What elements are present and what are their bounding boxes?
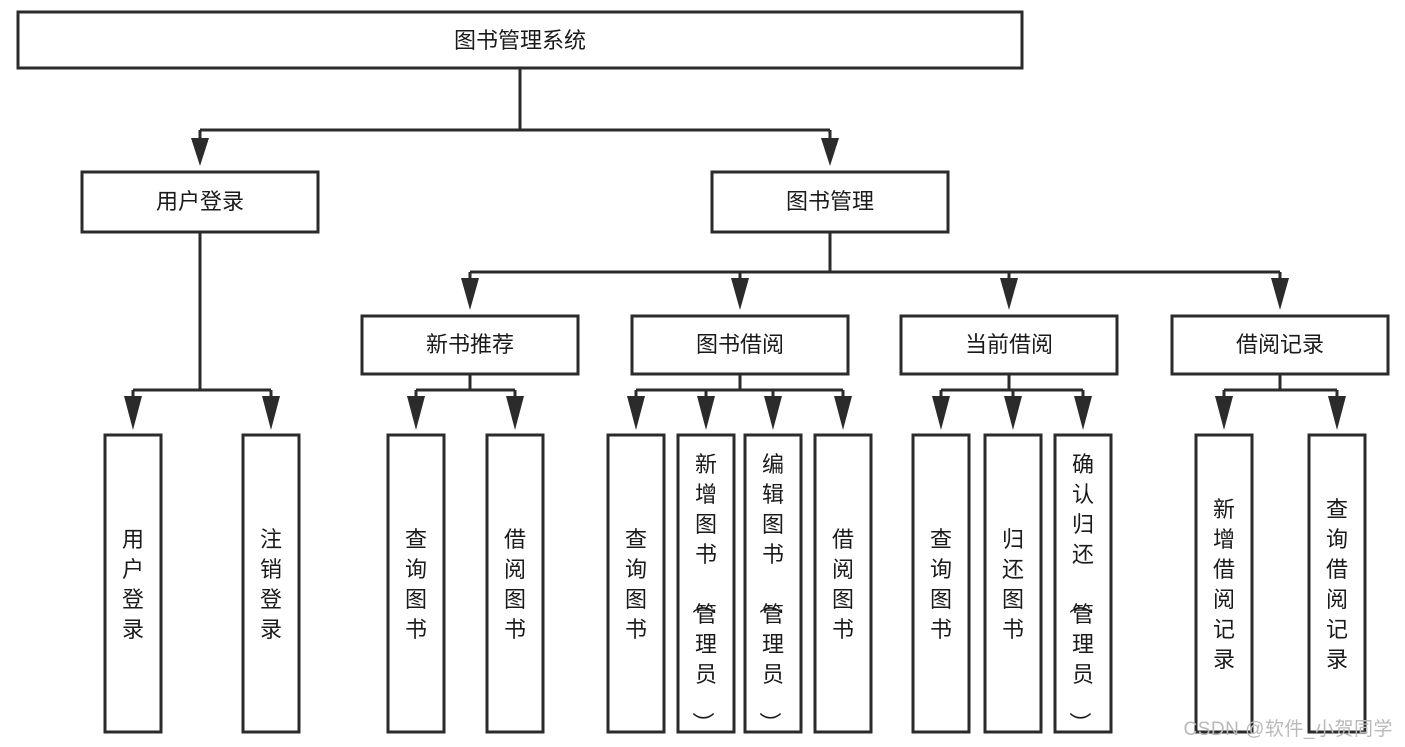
- arrow-head-leaf-query-borrow-record: [1328, 396, 1346, 430]
- arrow-head-leaf-confirm-return: [1074, 396, 1092, 430]
- node-user-login[interactable]: 用户登录: [80, 170, 320, 234]
- node-leaf-confirm-return[interactable]: 确认归还（管理员）: [1053, 433, 1113, 734]
- node-borrow-record[interactable]: 借阅记录: [1170, 314, 1390, 376]
- node-leaf-query-books-borrow-rect[interactable]: [606, 433, 666, 734]
- connector-group-book-borrow: [627, 374, 852, 430]
- node-leaf-query-books-recommend[interactable]: 查询图书: [386, 433, 446, 734]
- node-leaf-query-borrow-record-rect[interactable]: [1307, 433, 1367, 734]
- node-leaf-return-book-rect[interactable]: [983, 433, 1043, 734]
- arrow-head-leaf-query-books-recommend: [407, 396, 425, 430]
- arrow-head-leaf-borrow-book: [834, 396, 852, 430]
- node-borrow-record-label: 借阅记录: [1236, 332, 1324, 357]
- node-current-borrow[interactable]: 当前借阅: [899, 314, 1119, 376]
- node-leaf-query-books-current[interactable]: 查询图书: [911, 433, 971, 734]
- node-leaf-add-borrow-record[interactable]: 新增借阅记录: [1194, 433, 1254, 734]
- node-leaf-add-borrow-record-rect[interactable]: [1194, 433, 1254, 734]
- node-book-management-rect[interactable]: [710, 170, 950, 234]
- node-leaf-confirm-return-rect[interactable]: [1053, 433, 1113, 734]
- arrow-head-current-borrow: [1000, 278, 1018, 310]
- node-new-book-recommend[interactable]: 新书推荐: [360, 314, 580, 376]
- arrow-head-leaf-return-book: [1004, 396, 1022, 430]
- arrow-head-leaf-query-books-borrow: [627, 396, 645, 430]
- node-root-rect[interactable]: [16, 10, 1024, 70]
- node-leaf-add-book-label: 新增图书（管理员）: [690, 452, 717, 734]
- node-leaf-query-books-recommend-label: 查询图书: [405, 527, 427, 642]
- node-book-management[interactable]: 图书管理: [710, 170, 950, 234]
- arrow-head-leaf-logout: [262, 396, 280, 430]
- node-leaf-add-book[interactable]: 新增图书（管理员）: [676, 433, 736, 734]
- arrow-head-new-book-recommend: [461, 278, 479, 310]
- arrow-head-leaf-borrow-books-recommend: [506, 396, 524, 430]
- arrow-head-leaf-add-book: [697, 396, 715, 430]
- node-leaf-borrow-book-label: 借阅图书: [832, 527, 854, 642]
- node-leaf-query-books-borrow-label: 查询图书: [625, 527, 647, 642]
- node-root[interactable]: 图书管理系统: [16, 10, 1024, 70]
- arrow-head-leaf-query-books-current: [932, 396, 950, 430]
- node-current-borrow-rect[interactable]: [899, 314, 1119, 376]
- node-book-borrow[interactable]: 图书借阅: [630, 314, 850, 376]
- node-leaf-borrow-book[interactable]: 借阅图书: [813, 433, 873, 734]
- arrow-head-borrow-record: [1271, 278, 1289, 310]
- node-leaf-user-login[interactable]: 用户登录: [103, 433, 163, 734]
- node-leaf-user-login-label: 用户登录: [122, 527, 144, 642]
- node-new-book-recommend-rect[interactable]: [360, 314, 580, 376]
- node-leaf-query-borrow-record-label: 查询借阅记录: [1326, 497, 1348, 672]
- arrow-head-book-borrow: [731, 278, 749, 310]
- node-user-login-label: 用户登录: [156, 189, 244, 214]
- node-user-login-rect[interactable]: [80, 170, 320, 234]
- leaf-node-layer: 用户登录 注销登录 查询图书 借阅图书 查询图书 新增图书（管理员） 编辑图书（管理员） 借阅…: [103, 433, 1367, 734]
- node-book-borrow-label: 图书借阅: [696, 332, 784, 357]
- node-leaf-query-books-current-rect[interactable]: [911, 433, 971, 734]
- connector-group-book-management: [461, 232, 1289, 310]
- node-book-borrow-rect[interactable]: [630, 314, 850, 376]
- node-leaf-query-books-borrow[interactable]: 查询图书: [606, 433, 666, 734]
- connector-group-new-book-recommend: [407, 374, 524, 430]
- node-leaf-query-books-recommend-rect[interactable]: [386, 433, 446, 734]
- arrow-head-leaf-user-login: [124, 396, 142, 430]
- node-leaf-edit-book[interactable]: 编辑图书（管理员）: [743, 433, 803, 734]
- node-leaf-borrow-book-rect[interactable]: [813, 433, 873, 734]
- arrow-head-leaf-add-borrow-record: [1215, 396, 1233, 430]
- node-leaf-borrow-books-recommend-rect[interactable]: [485, 433, 545, 734]
- node-current-borrow-label: 当前借阅: [965, 332, 1053, 357]
- arrow-head-leaf-edit-book: [764, 396, 782, 430]
- node-leaf-query-borrow-record[interactable]: 查询借阅记录: [1307, 433, 1367, 734]
- node-leaf-user-login-rect[interactable]: [103, 433, 163, 734]
- arrow-head-book-management: [821, 138, 839, 166]
- node-leaf-query-books-current-label: 查询图书: [930, 527, 952, 642]
- node-leaf-return-book[interactable]: 归还图书: [983, 433, 1043, 734]
- node-leaf-borrow-books-recommend-label: 借阅图书: [504, 527, 526, 642]
- connector-group-current-borrow: [932, 374, 1092, 430]
- connector-group-user-login: [124, 232, 280, 430]
- node-root-label: 图书管理系统: [454, 28, 586, 53]
- node-new-book-recommend-label: 新书推荐: [426, 332, 514, 357]
- node-leaf-add-borrow-record-label: 新增借阅记录: [1213, 497, 1235, 672]
- connector-group-borrow-record: [1215, 374, 1346, 430]
- arrow-head-user-login: [191, 138, 209, 166]
- node-leaf-logout-label: 注销登录: [260, 527, 282, 642]
- node-borrow-record-rect[interactable]: [1170, 314, 1390, 376]
- connector-group-root: [191, 68, 839, 166]
- node-leaf-edit-book-label: 编辑图书（管理员）: [757, 452, 784, 734]
- node-leaf-edit-book-rect[interactable]: [743, 433, 803, 734]
- node-leaf-logout[interactable]: 注销登录: [241, 433, 301, 734]
- node-leaf-borrow-books-recommend[interactable]: 借阅图书: [485, 433, 545, 734]
- node-leaf-add-book-rect[interactable]: [676, 433, 736, 734]
- node-book-management-label: 图书管理: [786, 189, 874, 214]
- node-leaf-confirm-return-label: 确认归还（管理员）: [1067, 452, 1094, 734]
- node-leaf-return-book-label: 归还图书: [1002, 527, 1024, 642]
- node-leaf-logout-rect[interactable]: [241, 433, 301, 734]
